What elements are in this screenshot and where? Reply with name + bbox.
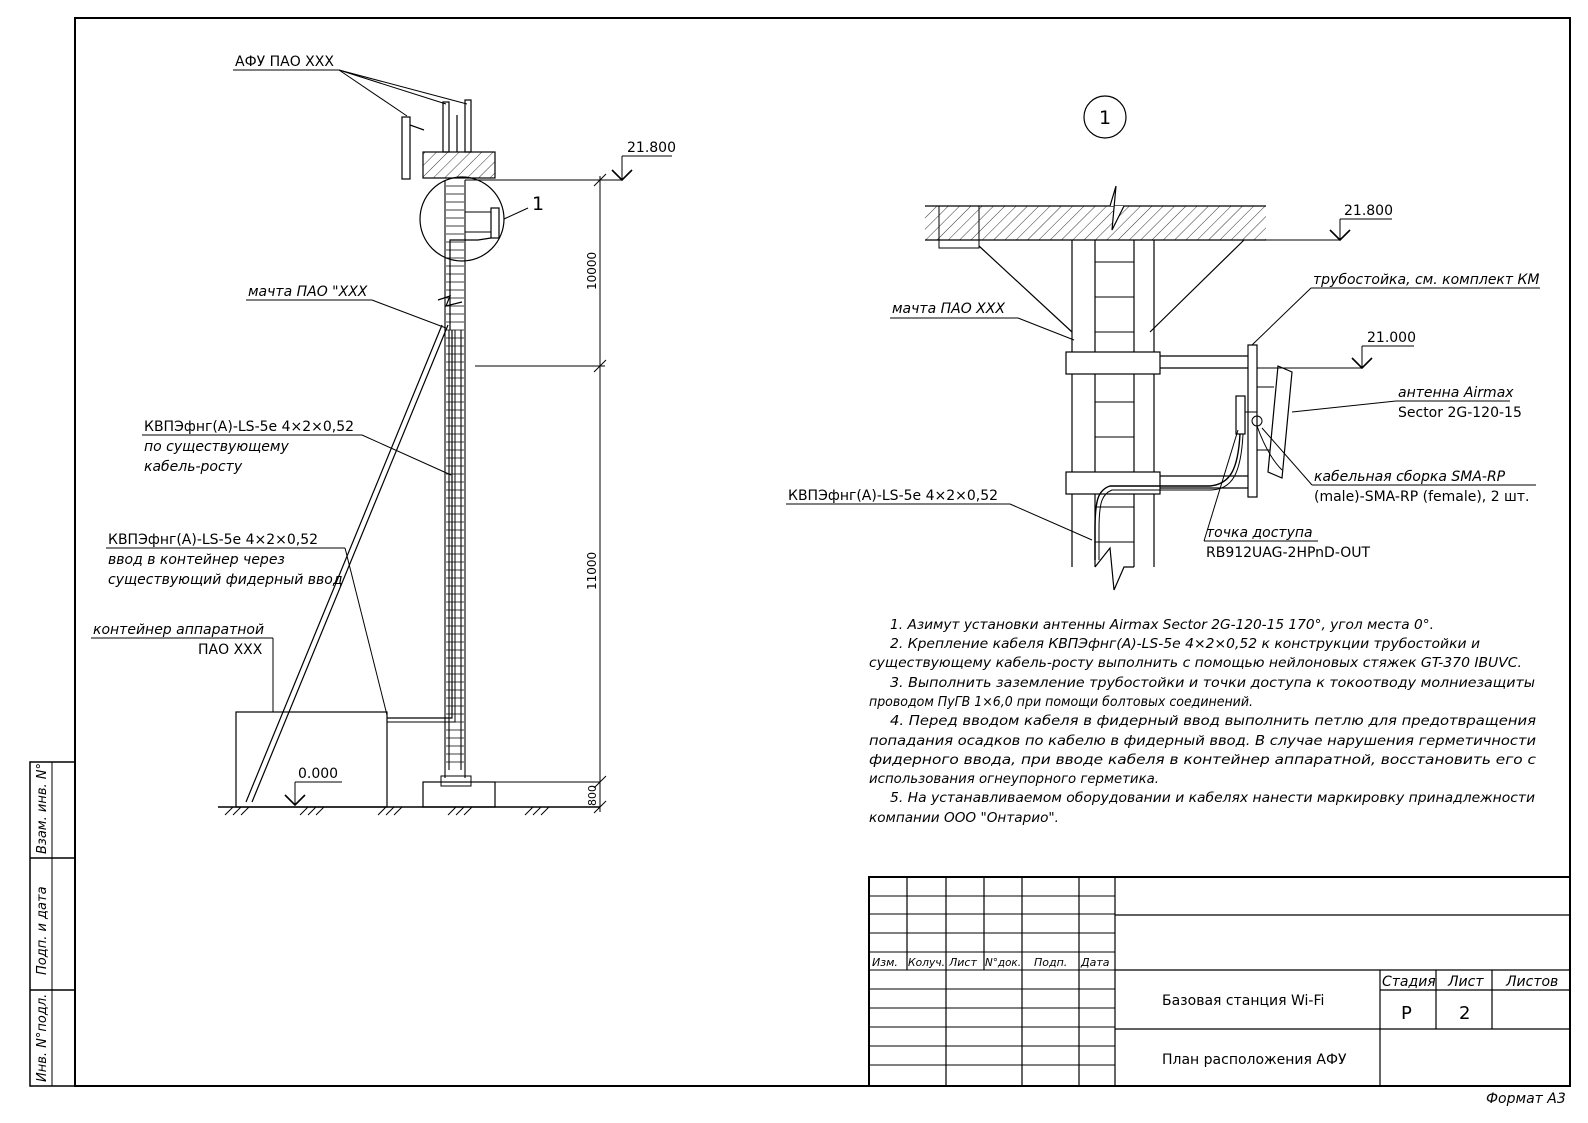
elevation-ground: 0.000 — [298, 766, 338, 782]
sheet-frame: Взам. инв. N° Подп. и дата Инв. N°подл. … — [29, 17, 1571, 1107]
cable-entry-label-line2: ввод в контейнер через — [108, 552, 285, 568]
note-line: 2. Крепление кабеля КВПЭфнг(А)-LS-5e 4×2… — [890, 636, 1480, 652]
detail-view-1: 1 — [786, 95, 1540, 591]
access-point — [1235, 395, 1246, 435]
sheet-title: План расположения АФУ — [1162, 1052, 1347, 1068]
format-label: Формат А3 — [1486, 1091, 1566, 1107]
existing-antennas — [401, 99, 472, 180]
sector-antenna — [1267, 365, 1293, 479]
cable-riser-label-line3: кабель-росту — [144, 459, 243, 475]
header-sheet: Лист — [1447, 974, 1484, 990]
mast-platform — [422, 151, 496, 179]
notes-block: 1. Азимут установки антенны Airmax Secto… — [869, 617, 1537, 826]
cable-entry-label-line3: существующий фидерный ввод — [108, 572, 343, 588]
dimension-base: 800 — [586, 785, 599, 806]
mast-label: мачта ПАО "ХХХ — [248, 284, 368, 300]
container-label-line1: контейнер аппаратной — [93, 622, 264, 638]
mast-body — [444, 180, 466, 778]
col-header-list: Лист — [948, 956, 977, 969]
side-stamp-inv: Инв. N°подл. — [35, 994, 50, 1082]
note-line: 3. Выполнить заземление трубостойки и то… — [890, 675, 1535, 691]
dimension-upper: 10000 — [585, 252, 599, 290]
cable-assembly-label-line2: (male)-SMA-RP (female), 2 шт. — [1314, 489, 1529, 505]
col-header-koluch: Колуч. — [908, 956, 945, 969]
note-line: проводом ПуГВ 1×6,0 при помощи болтовых … — [869, 694, 1253, 710]
note-line: попадания осадков по кабелю в фидерный в… — [869, 733, 1536, 749]
header-stage: Стадия — [1382, 974, 1436, 990]
afu-label: АФУ ПАО ХХХ — [235, 54, 334, 70]
note-line: 5. На устанавливаемом оборудовании и каб… — [890, 790, 1535, 806]
sheet-value: 2 — [1459, 1003, 1470, 1024]
side-stamp: Взам. инв. N° Подп. и дата Инв. N°подл. — [29, 761, 76, 1087]
equipment-container — [235, 711, 388, 808]
note-line: компании ООО "Онтарио". — [869, 810, 1059, 826]
note-line: использования огнеупорного герметика. — [869, 771, 1159, 787]
note-line: 4. Перед вводом кабеля в фидерный ввод в… — [890, 713, 1536, 729]
note-line: 1. Азимут установки антенны Airmax Secto… — [890, 617, 1434, 633]
cable-entry-label-line1: КВПЭфнг(А)-LS-5e 4×2×0,52 — [108, 532, 318, 548]
detail-cable-label: КВПЭфнг(А)-LS-5e 4×2×0,52 — [788, 488, 998, 504]
title-block: Изм. Колуч. Лист N°док. Подп. Дата Базов… — [868, 876, 1571, 1087]
stage-value: Р — [1401, 1003, 1412, 1024]
side-stamp-podp: Подп. и дата — [35, 886, 50, 975]
side-stamp-vzam: Взам. инв. N° — [35, 763, 50, 854]
detail-callout-number: 1 — [532, 193, 544, 215]
antenna-label-line1: антенна Airmax — [1398, 385, 1514, 401]
detail-number: 1 — [1099, 107, 1111, 129]
note-line: фидерного ввода, при вводе кабеля в конт… — [869, 752, 1537, 768]
container-label-line2: ПАО ХХХ — [198, 642, 263, 658]
access-point-label-line1: точка доступа — [1206, 525, 1313, 541]
note-line: существующему кабель-росту выполнить с п… — [869, 655, 1522, 671]
elevation-top: 21.800 — [627, 140, 676, 156]
access-point-label-line2: RB912UAG-2HPnD-OUT — [1206, 545, 1371, 561]
detail-elevation-antenna: 21.000 — [1367, 330, 1416, 346]
detail-mast-label: мачта ПАО ХХХ — [892, 301, 1005, 317]
project-title: Базовая станция Wi-Fi — [1162, 993, 1324, 1009]
header-sheets: Листов — [1505, 974, 1558, 990]
col-header-ndok: N°док. — [985, 956, 1021, 969]
dimension-lower: 11000 — [585, 552, 599, 590]
antenna-label-line2: Sector 2G-120-15 — [1398, 405, 1522, 421]
col-header-data: Дата — [1080, 956, 1110, 969]
cable-riser-label-line1: КВПЭфнг(А)-LS-5e 4×2×0,52 — [144, 419, 354, 435]
col-header-podp: Подп. — [1034, 956, 1067, 969]
mast-elevation-view: 1 АФУ ПАО ХХХ 21.800 0.000 10000 — [91, 54, 676, 816]
cable-assembly-label-line1: кабельная сборка SMA-RP — [1314, 469, 1506, 485]
cable-riser-label-line2: по существующему — [144, 439, 289, 455]
detail-elevation-top: 21.800 — [1344, 203, 1393, 219]
pipe-stand-label: трубостойка, см. комплект КМ — [1313, 272, 1540, 288]
col-header-izm: Изм. — [872, 956, 898, 969]
